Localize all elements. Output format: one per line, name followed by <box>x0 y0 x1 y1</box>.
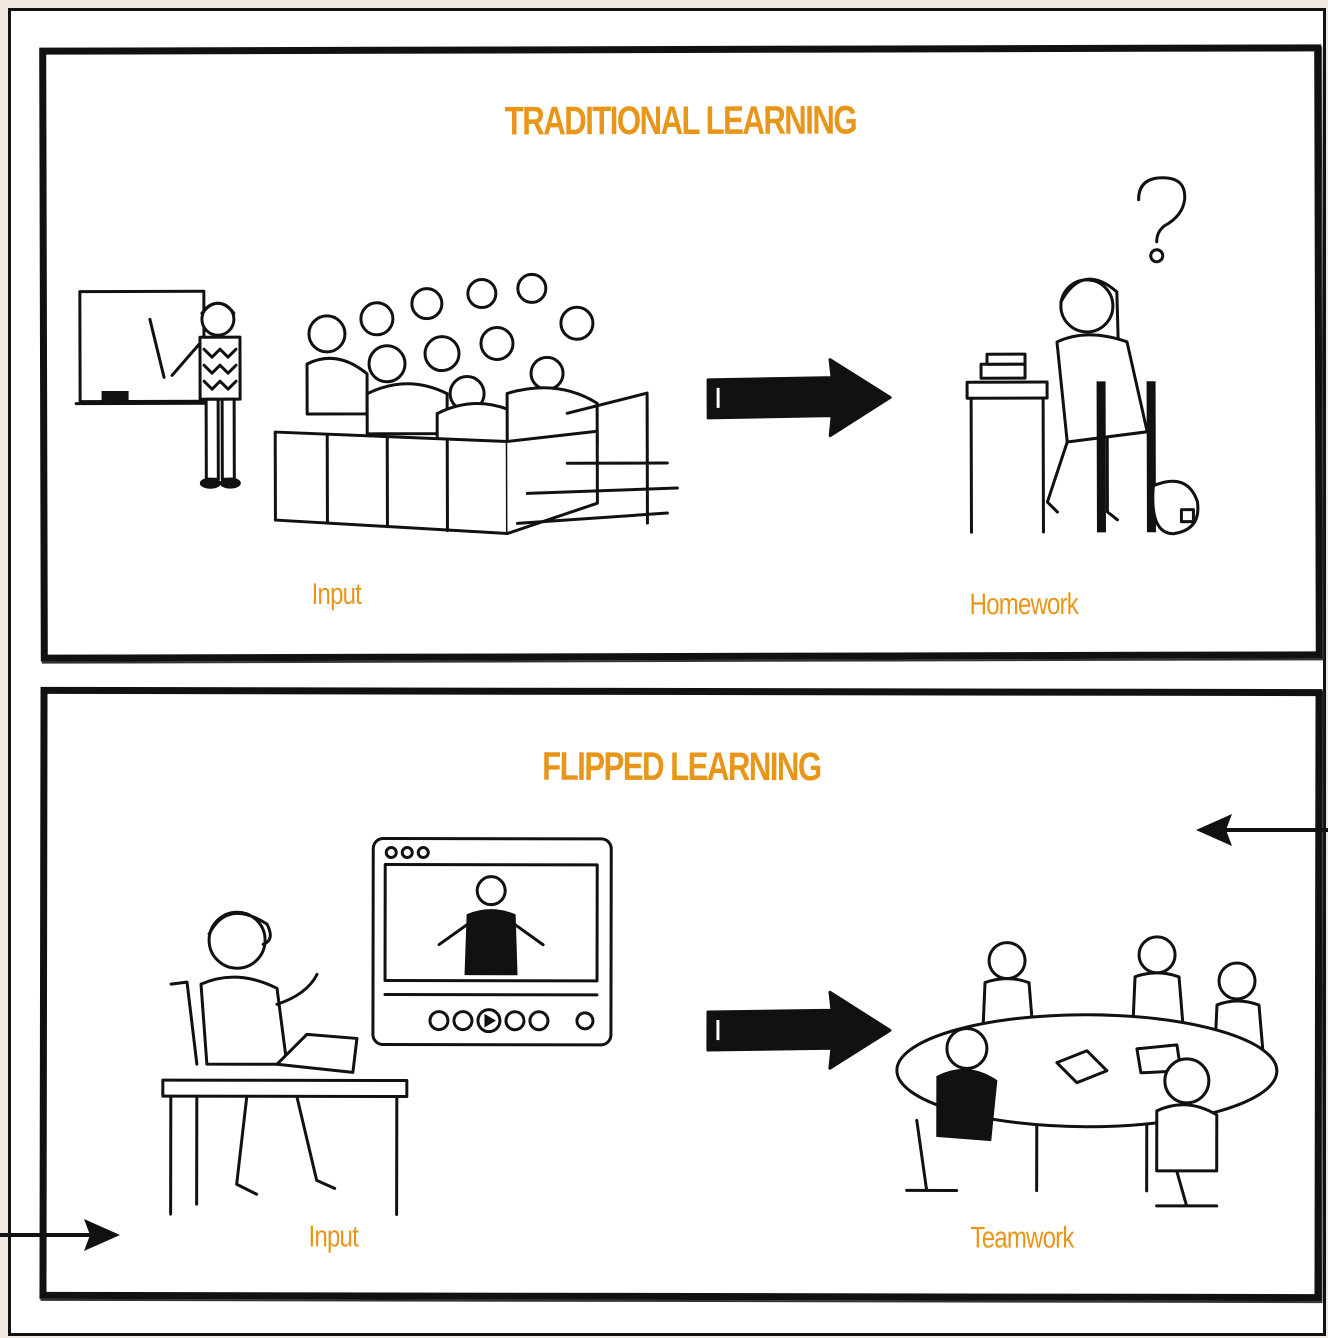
flipped-learning-panel: FLIPPED LEARNING <box>39 686 1323 1302</box>
traditional-title: TRADITIONAL LEARNING <box>504 98 857 144</box>
traditional-homework-caption: Homework <box>969 587 1079 622</box>
teacher-illustration <box>74 289 242 489</box>
flipped-input-caption: Input <box>308 1220 358 1254</box>
pointer-arrow-icon <box>0 1219 120 1251</box>
pointer-arrow-icon <box>1196 814 1328 846</box>
student-homework-illustration <box>965 277 1200 536</box>
teamwork-table-illustration <box>895 935 1279 1208</box>
traditional-input-caption: Input <box>311 577 362 611</box>
flipped-teamwork-caption: Teamwork <box>970 1221 1074 1255</box>
lecture-hall-students-illustration <box>273 272 679 535</box>
flipped-title: FLIPPED LEARNING <box>542 744 821 790</box>
video-player-illustration <box>371 836 613 1047</box>
question-mark-icon <box>1137 176 1187 264</box>
traditional-learning-panel: TRADITIONAL LEARNING <box>39 44 1323 662</box>
student-laptop-illustration <box>161 910 409 1217</box>
play-icon <box>484 1013 496 1028</box>
right-arrow-icon <box>706 358 892 438</box>
right-arrow-icon <box>706 990 892 1070</box>
